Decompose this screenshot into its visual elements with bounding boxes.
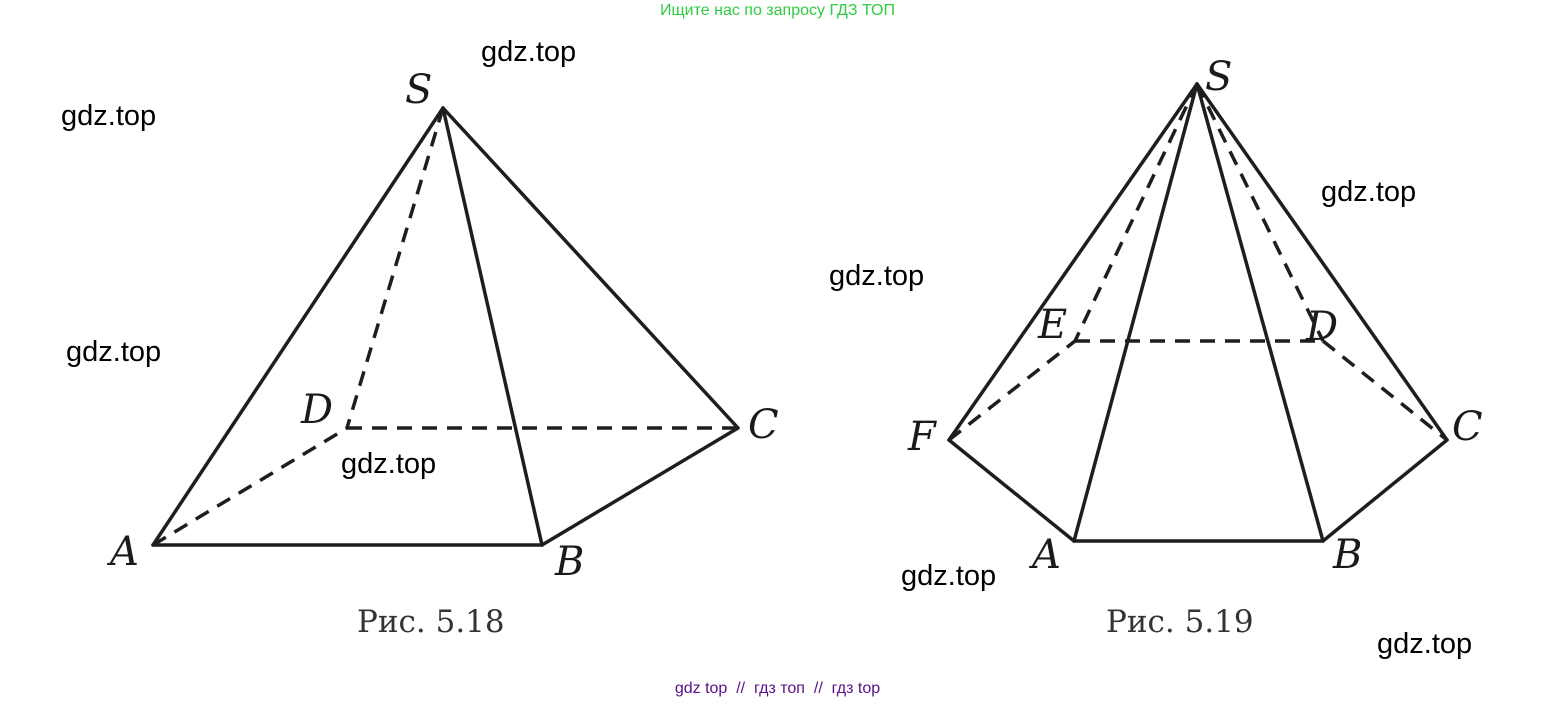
vertex-label-B: B	[554, 539, 584, 585]
vertex-label-S: S	[1205, 54, 1232, 100]
edge-AD-hidden	[152, 426, 348, 547]
edge-SB	[1195, 82, 1325, 543]
watermark: gdz.top	[1321, 176, 1417, 208]
edge-FA	[947, 438, 1076, 543]
edge-SC	[1195, 82, 1449, 442]
edge-SA	[1072, 82, 1199, 543]
edge-BC	[540, 426, 740, 547]
footer-separator: //	[813, 680, 823, 697]
edge-BC	[1321, 438, 1449, 543]
footer-link-gdz-top-mixed[interactable]: гдз top	[831, 680, 881, 697]
watermark: gdz.top	[341, 448, 437, 480]
edge-SA	[151, 106, 445, 547]
edge-SE-hidden	[1073, 83, 1199, 342]
footer-separator: //	[736, 680, 746, 697]
edge-SC	[441, 106, 740, 430]
watermark: gdz.top	[1377, 628, 1473, 660]
figure-5-19: S E D F C A B Рис. 5.19	[907, 54, 1483, 640]
footer-link-gdz-top[interactable]: gdz top	[674, 680, 728, 697]
edge-FE-hidden	[947, 339, 1077, 442]
top-banner: Ищите нас по запросу ГДЗ ТОП	[660, 2, 895, 19]
figure-5-18: S A B C D Рис. 5.18	[106, 67, 779, 640]
vertex-label-S: S	[405, 67, 432, 113]
watermark: gdz.top	[901, 560, 997, 592]
vertex-label-A: A	[1028, 532, 1061, 578]
watermark: gdz.top	[66, 336, 162, 368]
watermark: gdz.top	[481, 36, 577, 68]
vertex-label-B: B	[1332, 532, 1362, 578]
vertex-label-C: C	[1452, 404, 1483, 450]
vertex-label-F: F	[907, 414, 937, 460]
vertex-label-D: D	[300, 387, 333, 433]
edge-DC-hidden	[1321, 339, 1449, 442]
watermark: gdz.top	[829, 260, 925, 292]
edge-SD-hidden	[1195, 83, 1325, 342]
edge-SD-hidden	[345, 107, 445, 429]
footer-link-gdz-top-ru[interactable]: гдз топ	[754, 680, 805, 697]
figure-caption-5-19: Рис. 5.19	[1106, 604, 1254, 640]
vertex-label-A: A	[106, 529, 139, 575]
edge-SB	[441, 106, 544, 547]
watermark: gdz.top	[61, 100, 157, 132]
vertex-label-D: D	[1305, 304, 1338, 350]
figure-caption-5-18: Рис. 5.18	[357, 604, 505, 640]
edge-SF	[947, 82, 1199, 442]
vertex-label-E: E	[1037, 302, 1067, 348]
footer-links: gdz top // гдз топ // гдз top	[0, 680, 1555, 698]
vertex-label-C: C	[748, 402, 779, 448]
